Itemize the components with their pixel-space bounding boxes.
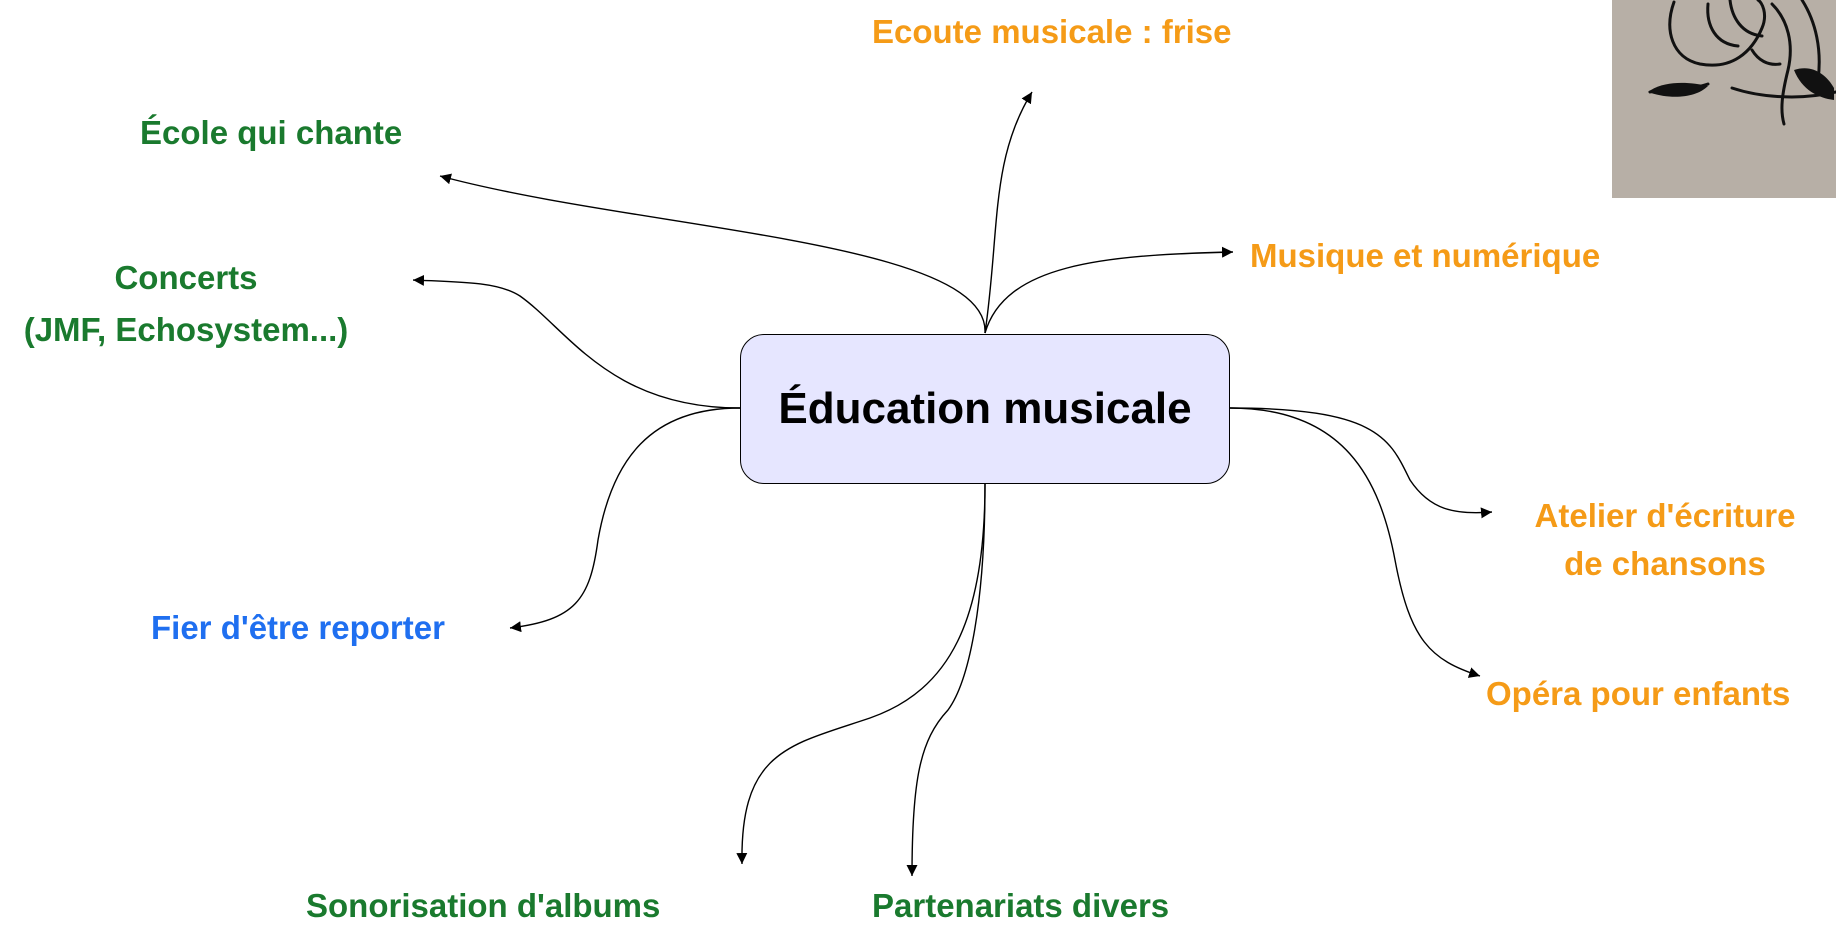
sketch-drawing-icon bbox=[1612, 0, 1836, 198]
node-concerts-line2: (JMF, Echosystem...) bbox=[23, 311, 349, 348]
connector-sonorisation bbox=[736, 483, 986, 865]
connector-musique-num bbox=[984, 246, 1234, 334]
node-concerts-line1: Concerts bbox=[114, 259, 258, 296]
node-ecoute-musicale: Ecoute musicale : frise bbox=[872, 13, 1232, 50]
connector-atelier bbox=[1229, 407, 1493, 519]
node-fier-reporter: Fier d'être reporter bbox=[151, 609, 445, 646]
central-node-label: Éducation musicale bbox=[778, 384, 1192, 433]
connector-partenariats bbox=[906, 483, 986, 877]
connector-opera bbox=[1229, 407, 1481, 678]
node-atelier-line2: de chansons bbox=[1564, 545, 1766, 582]
connector-ecole bbox=[439, 173, 986, 334]
node-opera-enfants: Opéra pour enfants bbox=[1486, 675, 1791, 712]
central-node: Éducation musicale bbox=[740, 334, 1230, 484]
node-atelier-line1: Atelier d'écriture bbox=[1534, 497, 1796, 534]
sketch-photo bbox=[1612, 0, 1836, 198]
node-partenariats-divers: Partenariats divers bbox=[872, 887, 1170, 924]
node-ecole-qui-chante: École qui chante bbox=[140, 114, 403, 151]
connector-concerts bbox=[412, 274, 741, 409]
connector-fier bbox=[509, 407, 741, 633]
node-sonorisation-albums: Sonorisation d'albums bbox=[306, 887, 661, 924]
node-musique-numerique: Musique et numérique bbox=[1250, 237, 1601, 274]
connector-ecoute bbox=[984, 91, 1033, 334]
